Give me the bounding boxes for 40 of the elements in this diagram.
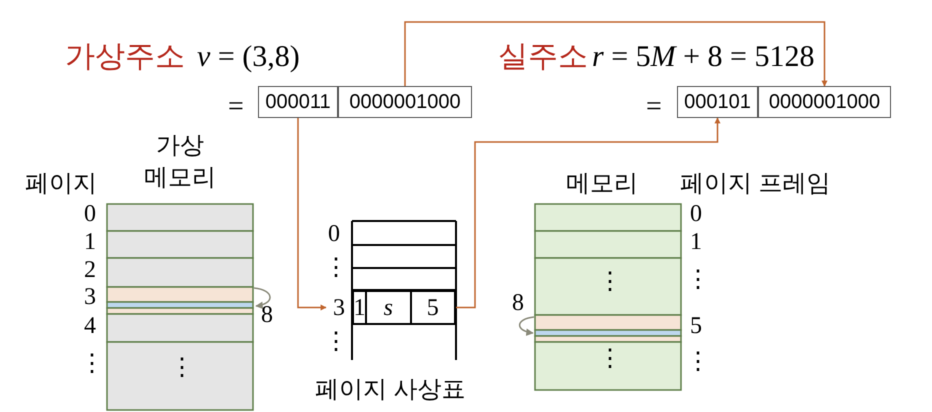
ellipsis: ⋮ [598, 347, 618, 371]
ellipsis: ⋮ [598, 270, 618, 294]
ellipsis: ⋮ [170, 356, 190, 380]
index-label: ⋮ [80, 352, 100, 376]
bit-field: 000011 [258, 86, 338, 118]
index-label: 4 [83, 314, 97, 338]
index-label: 5 [689, 314, 703, 338]
heading: 실주소 [498, 39, 588, 75]
panel-title: 페이지 프레임 [680, 169, 831, 199]
index-label: 3 [83, 285, 97, 309]
equals-sign: = [228, 90, 244, 124]
panel-title: 페이지 사상표 [315, 375, 466, 405]
arrow [404, 21, 828, 87]
equals-sign: = [646, 90, 662, 124]
panel-title: 페이지 [25, 169, 97, 199]
bit-field: 000101 [677, 86, 758, 118]
index-label: 0 [327, 222, 341, 246]
panel-title: 가상 메모리 [143, 131, 217, 193]
formula: r = 5 [592, 39, 651, 75]
index-label: 1 [83, 230, 97, 254]
index-label: 0 [689, 202, 703, 226]
bit-field: 0000001000 [338, 86, 472, 118]
index-label: ⋮ [324, 330, 344, 354]
arrow [456, 117, 720, 308]
index-label: ⋮ [686, 350, 706, 374]
index-label: 2 [83, 258, 97, 282]
arrow [297, 118, 327, 310]
offset-label: 8 [260, 303, 274, 327]
table-row: 1 s 5 [352, 290, 456, 325]
offset-label: 8 [511, 291, 525, 315]
panel-title: 메모리 [566, 169, 638, 199]
formula: v = (3,8) [197, 39, 300, 75]
bit-field: 0000001000 [758, 86, 891, 118]
heading: 가상주소 [65, 39, 185, 75]
index-label: ⋮ [324, 256, 344, 280]
index-label: 1 [689, 230, 703, 254]
index-label: 0 [83, 202, 97, 226]
index-label: 3 [332, 294, 346, 322]
index-label: ⋮ [686, 268, 706, 292]
formula: M + 8 = 5128 [650, 39, 814, 75]
